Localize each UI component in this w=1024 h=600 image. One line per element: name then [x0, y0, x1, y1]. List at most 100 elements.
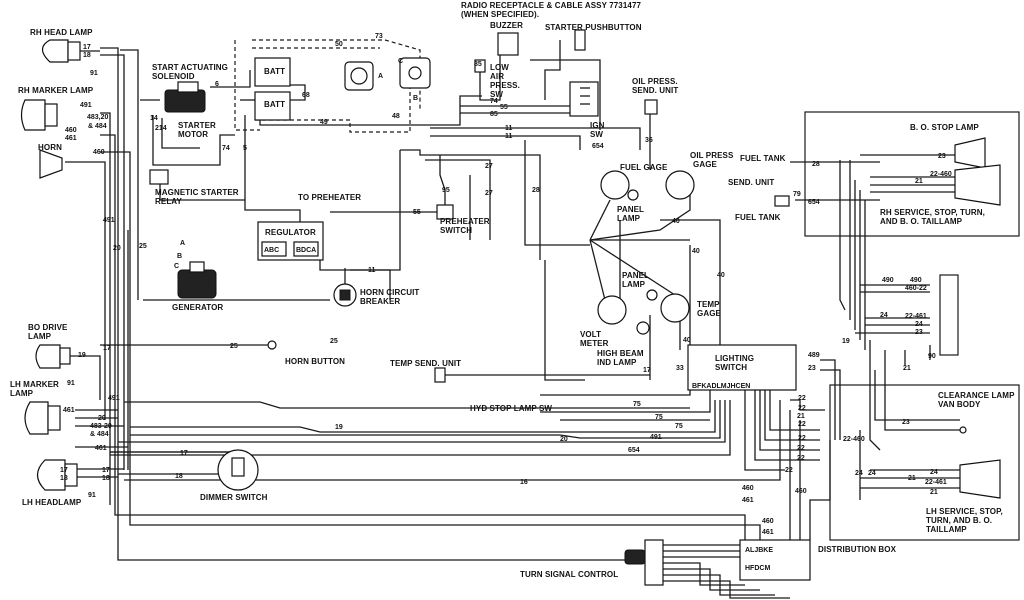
fuel-gage	[600, 170, 630, 200]
wire-number: 75	[675, 423, 683, 430]
wire-number: 22	[798, 421, 806, 428]
label-bo-drive-lamp: LAMP	[28, 332, 52, 341]
label-motor: MOTOR	[178, 130, 208, 139]
wire-number: 27	[485, 190, 493, 197]
label-high-beam: HIGH BEAM	[597, 349, 644, 358]
lh-marker-lamp	[24, 401, 61, 435]
wire-number: 19	[335, 424, 343, 431]
wire-number: 460-22	[905, 285, 927, 292]
wire-number: 654	[592, 143, 604, 150]
clearance-connector	[939, 274, 959, 356]
label-batt-1: BATT	[264, 67, 285, 76]
wire-number: 461	[95, 445, 107, 452]
label-when-specified: (WHEN SPECIFIED).	[461, 10, 539, 19]
label-sw: SW	[490, 90, 503, 99]
wire-number: 21	[903, 365, 911, 372]
temp-gage	[660, 293, 690, 323]
label-distribution-box: DISTRIBUTION BOX	[818, 545, 897, 554]
label-lighting-switch: SWITCH	[715, 363, 747, 372]
wire-number: 17	[180, 450, 188, 457]
wire-number: 11	[505, 125, 513, 132]
panel-lamp-1	[627, 189, 639, 201]
panel-lamp-2	[646, 289, 658, 301]
label-rh-head-lamp: RH HEAD LAMP	[30, 28, 93, 37]
wire-number: 18	[102, 475, 110, 482]
wire-number: 17	[103, 345, 111, 352]
label-dimmer-switch: DIMMER SWITCH	[200, 493, 268, 502]
lh-service-lamp	[959, 459, 1001, 499]
label-ind-lamp: IND LAMP	[597, 358, 637, 367]
label-bdca: BDCA	[296, 247, 316, 254]
wire-number: 22	[797, 455, 805, 462]
wire-harness	[65, 39, 960, 599]
horn-button	[267, 340, 277, 350]
label-send-unit: SEND. UNIT	[632, 86, 678, 95]
wire-number: 19	[842, 338, 850, 345]
wire-number: 6	[215, 81, 219, 88]
wire-number: 50	[335, 41, 343, 48]
label-regulator: REGULATOR	[265, 228, 316, 237]
wire-number: 491	[103, 217, 115, 224]
wire-number: 48	[392, 113, 400, 120]
label-switch: SWITCH	[440, 226, 472, 235]
wire-number: 22-460	[930, 171, 952, 178]
label-horn-circuit: HORN CIRCUIT	[360, 288, 419, 297]
label-lighting: LIGHTING	[715, 354, 754, 363]
wire-number: 483-20	[90, 423, 112, 430]
high-beam-ind-lamp	[636, 321, 650, 335]
label-panel: PANEL	[617, 205, 644, 214]
label-term-c: C	[174, 263, 179, 270]
wire-number: 18	[175, 473, 183, 480]
label-bo-drive: BO DRIVE	[28, 323, 68, 332]
label-turn-signal-control: TURN SIGNAL CONTROL	[520, 570, 618, 579]
label-lamp: LAMP	[617, 214, 641, 223]
rh-taillamp-box	[804, 111, 1020, 237]
wire-number: 49	[320, 119, 328, 126]
wire-number: 11	[505, 133, 513, 140]
wire-number: 17	[83, 44, 91, 51]
wire-number: 21	[908, 475, 916, 482]
wire-number: 36	[645, 137, 653, 144]
label-switch-terminals: BFKADLMJHCEN	[692, 383, 750, 390]
wire-number: 460	[795, 488, 807, 495]
wire-number: 17	[60, 467, 68, 474]
wire-number: 74	[222, 145, 230, 152]
wire-number: 491	[650, 434, 662, 441]
wire-number: 460	[65, 127, 77, 134]
wire-number: 22-461	[905, 313, 927, 320]
wire-number: 490	[882, 277, 894, 284]
rh-head-lamp	[41, 39, 100, 63]
wire-number: 24	[880, 312, 888, 319]
wire-number: 21	[915, 178, 923, 185]
turn-signal-control	[624, 539, 664, 586]
label-van-body: VAN BODY	[938, 400, 981, 409]
label-term-c2: C	[398, 58, 403, 65]
temp-send-unit	[434, 367, 446, 383]
starter-pushbutton	[574, 29, 586, 51]
buzzer	[497, 32, 519, 56]
label-gage: GAGE	[693, 160, 718, 169]
label-start-actuating: START ACTUATING	[152, 63, 228, 72]
wire-number: 19	[78, 352, 86, 359]
label-dist-bottom: HFDCM	[745, 565, 770, 572]
wire-number: 16	[520, 479, 528, 486]
wire-number: 22	[798, 405, 806, 412]
clearance-lamp-component	[959, 426, 967, 434]
horn-component	[39, 149, 63, 179]
wire-number: 25	[330, 338, 338, 345]
label-term-a2: A	[378, 73, 383, 80]
wire-number: 28	[812, 161, 820, 168]
wire-number: 654	[808, 199, 820, 206]
radio-switch	[399, 57, 431, 89]
wire-number: 17	[102, 467, 110, 474]
label-horn-button: HORN BUTTON	[285, 357, 345, 366]
label-term-a: A	[180, 240, 185, 247]
wire-number: 33	[676, 365, 684, 372]
label-breaker: BREAKER	[360, 297, 400, 306]
starter-motor	[164, 81, 206, 113]
lighting-switch	[687, 344, 797, 391]
ignition-switch	[569, 81, 599, 117]
wire-number: 85	[490, 111, 498, 118]
wire-number: 214	[155, 125, 167, 132]
